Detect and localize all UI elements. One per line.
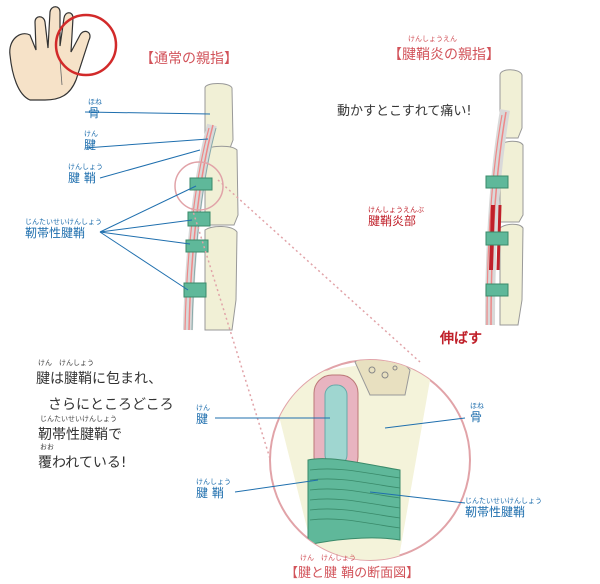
- detail-label-bone: ほね 骨: [470, 402, 484, 424]
- label-tendon: けん 腱: [84, 130, 98, 152]
- detail-label-sheath: けんしょう 腱 鞘: [196, 478, 231, 500]
- ligament-band-5: [485, 175, 509, 189]
- title-inflamed-ruby: けんしょうえん: [408, 35, 457, 43]
- detail-label-ligament: じんたいせいけんしょう 靭帯性腱鞘: [465, 497, 542, 519]
- label-bone: ほね 骨: [88, 98, 102, 120]
- label-inflamed-part: けんしょうえんぶ 腱鞘炎部: [368, 206, 424, 228]
- ligament-band-6: [485, 231, 509, 246]
- cross-section-title-ruby: けん けんしょう: [300, 554, 356, 562]
- zoom-lines: [191, 179, 421, 466]
- detail-ligament: [307, 458, 401, 546]
- bone-metacarpal: [204, 226, 238, 331]
- ligament-band-1: [189, 177, 213, 191]
- hw-line4-ruby: おお: [40, 443, 54, 451]
- hw-line4: 覆われている!: [38, 455, 127, 471]
- hw-line3-ruby: じんたいせいけんしょう: [40, 415, 117, 423]
- cross-section-title: 【腱と腱 鞘の断面図】: [285, 566, 420, 581]
- hw-line1: 腱は腱鞘に包まれ、: [36, 371, 163, 387]
- title-inflamed: 【腱鞘炎の親指】: [388, 47, 500, 63]
- leader-lines: [84, 111, 211, 291]
- title-normal: 【通常の親指】: [140, 51, 238, 67]
- ligament-band-3: [185, 239, 209, 253]
- ligament-band-2: [187, 211, 211, 227]
- highlight-circle: [54, 13, 118, 77]
- tendon-line: [188, 124, 214, 331]
- zoom-circle-small: [174, 161, 224, 211]
- detail-leader-lines: [215, 417, 466, 504]
- ligament-band-4: [183, 282, 207, 298]
- label-sheath: けんしょう 腱 鞘: [68, 163, 103, 185]
- detail-tendon: [324, 384, 348, 466]
- normal-thumb: [174, 83, 239, 331]
- note-pain: 動かすとこすれて痛い!: [337, 104, 472, 119]
- sheath-shape: [183, 123, 217, 331]
- note-extend: 伸ばす: [440, 331, 482, 347]
- ligament-band-7: [485, 283, 509, 297]
- bone-metacarpal-2: [499, 223, 524, 326]
- hw-line3: 靭帯性腱鞘で: [38, 427, 122, 443]
- inflamed-thumb: [485, 69, 524, 326]
- cross-section: [269, 359, 471, 561]
- detail-label-tendon: けん 腱: [196, 404, 210, 426]
- hw-line2: さらにところどころ: [48, 397, 174, 413]
- label-ligament: じんたいせいけんしょう 靭帯性腱鞘: [25, 218, 102, 240]
- hw-line1-ruby: けん けんしょう: [38, 359, 94, 367]
- hand-icon: [9, 6, 118, 101]
